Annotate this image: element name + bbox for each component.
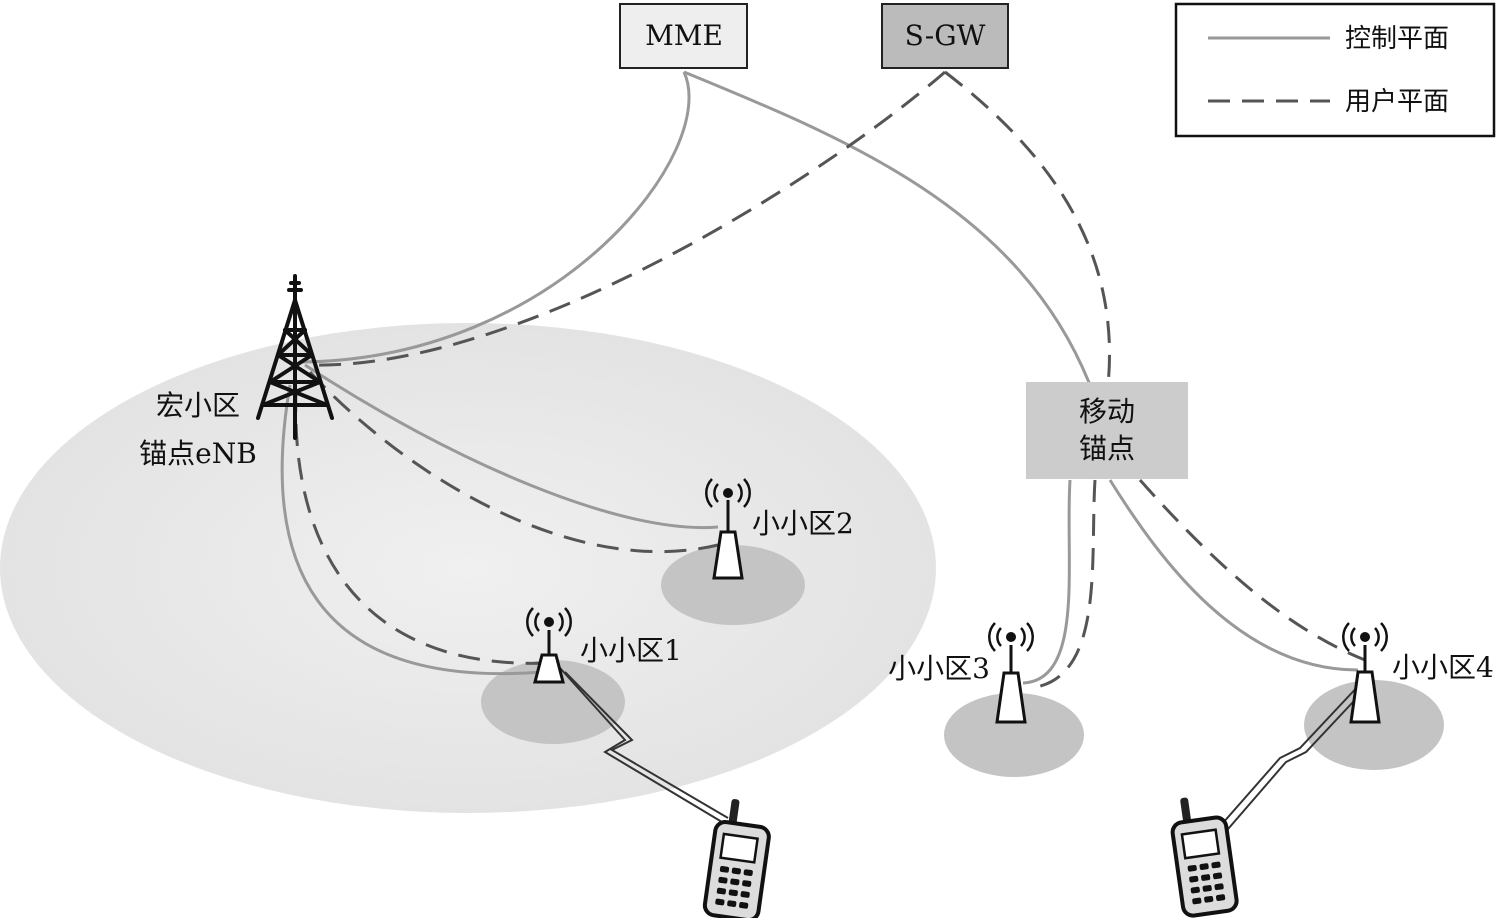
small-cell-2-coverage: [661, 545, 805, 625]
small-cell-3-coverage: [944, 693, 1084, 777]
user-link-macro-small1: [294, 389, 549, 665]
wireless-link-small4-phone2-b: [1221, 685, 1369, 837]
small-cell-4-antenna-icon: [1342, 622, 1388, 724]
macro-tower-icon: [256, 274, 334, 440]
legend-user-plane-label: 用户平面: [1345, 87, 1449, 117]
macro-anchor-label-line1: 宏小区: [156, 389, 240, 422]
user-link-anchor-small4: [1138, 479, 1366, 662]
control-link-anchor-small3: [1022, 479, 1072, 685]
user-link-anchor-small3: [1029, 479, 1097, 690]
legend-control-plane-label: 控制平面: [1345, 24, 1449, 54]
small-cell-3-label: 小小区3: [888, 652, 990, 685]
control-link-macro-small1: [280, 384, 544, 675]
mme-box: [619, 3, 748, 69]
legend-box: [1174, 2, 1496, 138]
control-link-anchor-small4: [1108, 479, 1359, 672]
wireless-link-small1-phone1-b: [564, 671, 729, 819]
control-link-mme-macro: [299, 71, 691, 364]
sgw-label: S-GW: [905, 19, 986, 52]
mobile-anchor-label-line1: 移动: [1079, 395, 1135, 428]
mobile-anchor-node: 移动 锚点: [1026, 382, 1188, 479]
wireless-link-small4-phone2: [1214, 681, 1363, 833]
user-link-sgw-mobile-anchor: [944, 70, 1111, 386]
small-cell-4-label: 小小区4: [1392, 651, 1494, 684]
control-link-mme-mobile-anchor: [683, 70, 1092, 386]
macro-anchor-label-line2: 锚点eNB: [139, 437, 257, 470]
sgw-node: S-GW: [881, 3, 1009, 69]
control-link-macro-small2: [304, 363, 719, 530]
legend: 控制平面 用户平面: [1174, 2, 1496, 138]
macro-cell-coverage: [0, 323, 936, 813]
small-cell-1-antenna-icon: [526, 607, 572, 684]
mobile-anchor-box: [1026, 382, 1188, 479]
mme-label: MME: [645, 19, 723, 52]
mme-node: MME: [619, 3, 748, 69]
small-cell-1-label: 小小区1: [580, 634, 682, 667]
sgw-box: [881, 3, 1009, 69]
small-cell-3-antenna-icon: [988, 622, 1034, 724]
wireless-links: [559, 667, 1369, 837]
wireless-link-small1-phone1: [559, 667, 723, 823]
user-plane-links: [294, 70, 1366, 690]
mobile-phone-1-icon: [702, 799, 771, 918]
control-plane-links: [280, 70, 1359, 685]
mobile-phone-2-icon: [1170, 797, 1239, 918]
user-link-sgw-macro: [309, 70, 946, 367]
small-cell-1-coverage: [481, 660, 625, 744]
small-cell-2-label: 小小区2: [752, 507, 854, 540]
small-cell-4-coverage: [1304, 680, 1444, 770]
small-cell-2-antenna-icon: [705, 478, 751, 580]
mobile-anchor-label-line2: 锚点: [1079, 432, 1135, 465]
